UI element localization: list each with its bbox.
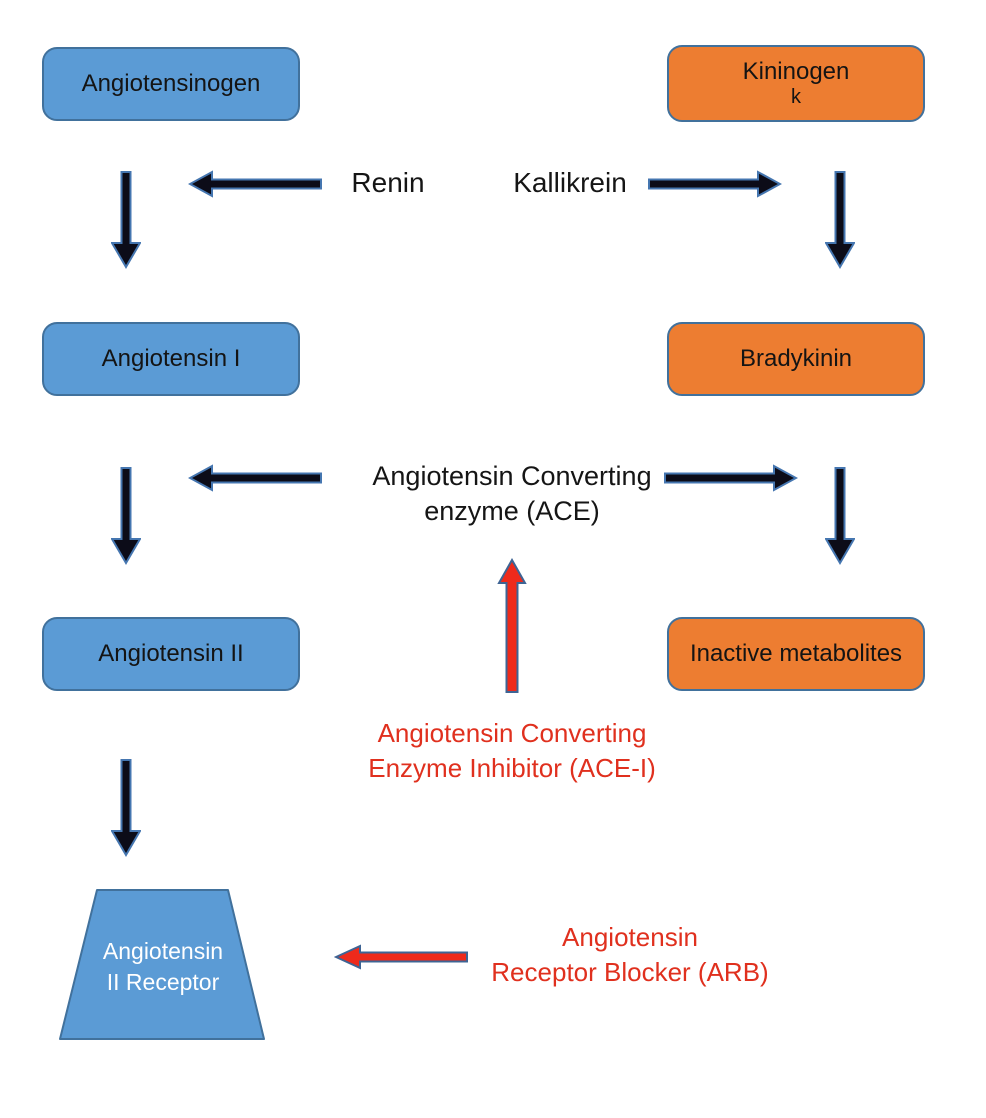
arrow-down-bradykinin-icon	[825, 467, 855, 565]
label-renin: Renin	[351, 167, 425, 198]
node-angiotensinogen: Angiotensinogen	[42, 47, 300, 121]
node-inactive-metabolites: Inactive metabolites	[667, 617, 925, 691]
node-angiotensin-ii: Angiotensin II	[42, 617, 300, 691]
arrow-down-angiotensin-ii-icon	[111, 759, 141, 857]
label-ace-line1: Angiotensin Converting	[372, 461, 652, 491]
node-kininogen-label: Kininogen	[742, 58, 850, 86]
node-angiotensinogen-label: Angiotensinogen	[81, 69, 261, 97]
node-kininogen: Kininogen k	[667, 45, 925, 122]
arrow-kallikrein-right-icon	[648, 170, 782, 198]
node-angiotensin-i-label: Angiotensin I	[101, 344, 241, 372]
arrow-ace-right-icon	[664, 464, 798, 492]
arrow-arb-left-icon	[334, 944, 468, 970]
label-ace: Angiotensin Converting enzyme (ACE)	[357, 459, 667, 529]
node-angiotensin-ii-label: Angiotensin II	[98, 639, 244, 667]
arrow-renin-left-icon	[188, 170, 322, 198]
label-ace-line2: enzyme (ACE)	[424, 496, 600, 526]
node-bradykinin: Bradykinin	[667, 322, 925, 396]
node-bradykinin-label: Bradykinin	[739, 344, 853, 372]
node-angiotensin-i: Angiotensin I	[42, 322, 300, 396]
node-inactive-metabolites-label: Inactive metabolites	[689, 639, 903, 667]
node-angiotensin-ii-receptor-label: Angiotensin II Receptor	[58, 936, 268, 998]
arrow-up-acei-icon	[497, 558, 527, 693]
label-ace-inhibitor: Angiotensin Converting Enzyme Inhibitor …	[352, 716, 672, 786]
arrow-down-angiotensinogen-icon	[111, 171, 141, 269]
node-angiotensin-ii-receptor	[59, 889, 265, 1040]
node-kininogen-sublabel: k	[791, 85, 801, 108]
node-angiotensin-ii-receptor-line2: II Receptor	[106, 969, 220, 995]
label-arb-line2: Receptor Blocker (ARB)	[491, 957, 769, 987]
label-arb: Angiotensin Receptor Blocker (ARB)	[480, 920, 780, 990]
label-ace-inhibitor-line1: Angiotensin Converting	[377, 718, 647, 748]
arrow-down-kininogen-icon	[825, 171, 855, 269]
label-arb-line1: Angiotensin	[562, 922, 698, 952]
label-kallikrein: Kallikrein	[513, 167, 627, 198]
arrow-down-angiotensin-i-icon	[111, 467, 141, 565]
label-ace-inhibitor-line2: Enzyme Inhibitor (ACE-I)	[368, 753, 656, 783]
arrow-ace-left-icon	[188, 464, 322, 492]
node-angiotensin-ii-receptor-line1: Angiotensin	[102, 938, 224, 964]
